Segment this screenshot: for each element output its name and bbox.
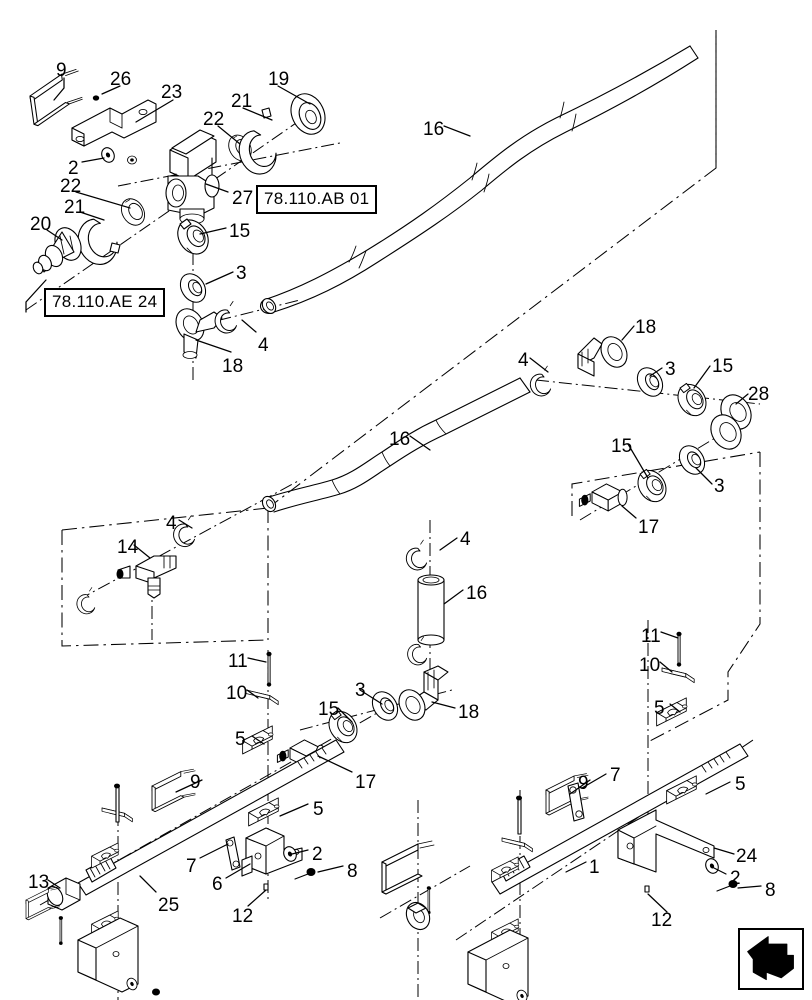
callout-22-upper: 22 xyxy=(203,109,225,130)
part-16-hose-middle xyxy=(261,377,531,513)
callout-9-b: 9 xyxy=(190,772,201,793)
callout-28: 28 xyxy=(748,384,770,405)
callout-24: 24 xyxy=(736,846,758,867)
callout-18-b: 18 xyxy=(635,317,657,338)
callout-10-b: 10 xyxy=(639,655,661,676)
callout-2-c: 2 xyxy=(730,868,741,889)
callout-4-d: 4 xyxy=(460,529,471,550)
callout-9-c: 9 xyxy=(578,773,589,794)
callout-3-b: 3 xyxy=(665,359,676,380)
corner-arrow-logo xyxy=(738,928,804,990)
callout-5-c: 5 xyxy=(654,698,665,719)
part-23-bracket xyxy=(71,99,157,147)
part-18-elbow-upper-left xyxy=(175,308,223,359)
part-26 xyxy=(92,95,100,101)
arrow-glyph xyxy=(747,936,794,981)
callout-17-a: 17 xyxy=(638,517,660,538)
callout-9: 9 xyxy=(56,60,67,81)
callout-6: 6 xyxy=(212,874,223,895)
callout-18-a: 18 xyxy=(222,356,244,377)
callout-16-a: 16 xyxy=(423,119,445,140)
loose-barb-lower-mid xyxy=(405,901,431,931)
part-16-hose-short xyxy=(417,574,445,646)
part-13-endcap xyxy=(46,877,81,911)
part-18-elbow-centre xyxy=(398,665,449,721)
group-right-fittings xyxy=(526,336,752,512)
callout-10-a: 10 xyxy=(226,683,248,704)
callout-20: 20 xyxy=(30,214,52,235)
callout-18-c: 18 xyxy=(458,702,480,723)
callout-1: 1 xyxy=(589,857,600,878)
callout-12-a: 12 xyxy=(232,906,254,927)
group-tee-14 xyxy=(73,515,197,618)
part-19-cap xyxy=(290,93,326,135)
callout-16-b: 16 xyxy=(389,429,411,450)
callout-21-lower: 21 xyxy=(64,197,86,218)
callout-5-b: 5 xyxy=(313,799,324,820)
callout-26: 26 xyxy=(110,69,132,90)
callout-11-a: 11 xyxy=(228,651,248,672)
group-left-boom xyxy=(25,651,345,996)
callout-2-upper: 2 xyxy=(68,158,79,179)
callout-16-c: 16 xyxy=(466,583,488,604)
reference-box-ae24[interactable]: 78.110.AE 24 xyxy=(44,288,166,317)
callout-15-d: 15 xyxy=(318,699,340,720)
callout-7-a: 7 xyxy=(186,856,197,877)
callout-23: 23 xyxy=(161,82,183,103)
callout-17-b: 17 xyxy=(355,772,377,793)
callout-19: 19 xyxy=(268,69,290,90)
callout-11-b: 11 xyxy=(641,626,661,647)
callout-15-a: 15 xyxy=(229,221,251,242)
part-20-nozzle xyxy=(32,227,82,275)
callout-5-a: 5 xyxy=(235,729,246,750)
callout-25: 25 xyxy=(158,895,180,916)
reference-box-ab01[interactable]: 78.110.AB 01 xyxy=(256,185,378,214)
leader-lines xyxy=(25,77,762,913)
callout-3-d: 3 xyxy=(355,680,366,701)
part-14-tee xyxy=(116,555,177,599)
callout-4-a: 4 xyxy=(258,335,269,356)
callout-8-a: 8 xyxy=(347,861,358,882)
part-27-valve xyxy=(165,129,220,226)
part-24-angle-bracket xyxy=(617,809,715,873)
callout-13: 13 xyxy=(28,872,50,893)
callout-15-b: 15 xyxy=(712,356,734,377)
part-18-elbow-right xyxy=(577,336,628,377)
group-valve-assembly xyxy=(26,68,326,359)
callout-7-b: 7 xyxy=(610,765,621,786)
part-28-double-seal xyxy=(710,394,752,450)
callout-8-b: 8 xyxy=(765,880,776,901)
group-centre-vertical xyxy=(276,539,449,768)
group-right-boom xyxy=(381,631,749,1000)
callout-3-a: 3 xyxy=(236,263,247,284)
callout-5-d: 5 xyxy=(735,774,746,795)
callout-12-b: 12 xyxy=(651,910,673,931)
part-7-link-left xyxy=(225,836,241,871)
callout-15-c: 15 xyxy=(611,436,633,457)
part-16-hose-upper xyxy=(259,45,699,314)
callout-3-c: 3 xyxy=(714,476,725,497)
callout-2-b: 2 xyxy=(312,844,323,865)
part-21-band-upper xyxy=(238,107,277,175)
callout-27: 27 xyxy=(232,188,254,209)
callout-14: 14 xyxy=(117,537,139,558)
callout-21-upper: 21 xyxy=(231,91,253,112)
callout-4-c: 4 xyxy=(166,513,177,534)
loose-ubolt-lower-mid xyxy=(381,840,435,895)
callout-4-b: 4 xyxy=(518,350,529,371)
callout-22-lower: 22 xyxy=(60,176,82,197)
